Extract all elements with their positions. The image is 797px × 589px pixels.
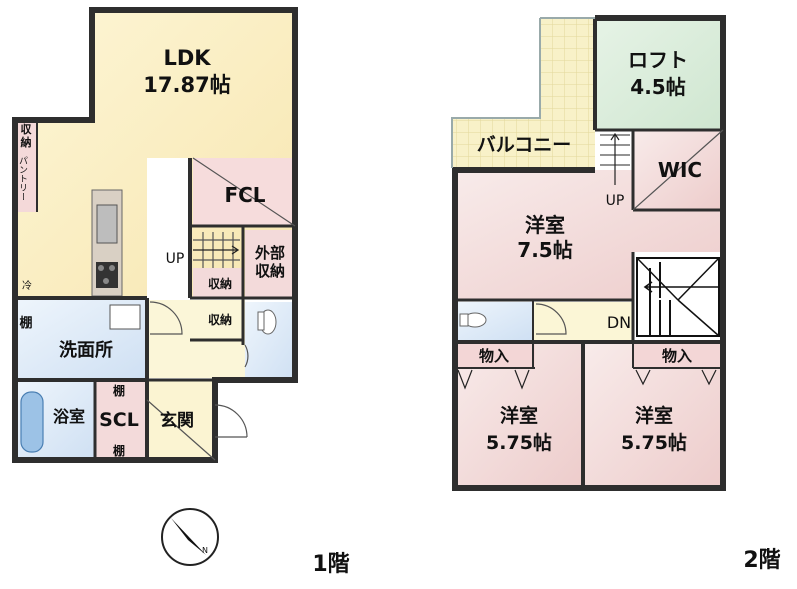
stairs-2-dn-label: DN: [607, 313, 631, 332]
fridge-label: 冷: [22, 279, 32, 292]
washbasin: [109, 304, 141, 330]
fcl-label: FCL: [224, 183, 265, 207]
loft-up-label: UP: [606, 193, 625, 209]
ldk-label: LDK: [163, 46, 211, 70]
outside-storage-label-2: 収納: [255, 262, 285, 280]
ldk-size-label: 17.87帖: [143, 73, 230, 97]
wic-label: WIC: [658, 158, 702, 182]
loft-ladder: [600, 132, 630, 185]
entrance-label: 玄関: [160, 410, 194, 431]
storage-left-label-1: 収: [21, 123, 33, 136]
stairs-1-up-label: UP: [166, 251, 185, 267]
pantry-label: パントリー: [17, 156, 28, 201]
closet-right-label: 物入: [662, 347, 692, 365]
scl-area: [95, 382, 145, 460]
room-right-label: 洋室: [635, 404, 673, 427]
storage-left-area: [15, 120, 37, 152]
kitchen-sink: [96, 204, 118, 244]
stairs-1: [193, 232, 240, 268]
balcony-strip: [452, 118, 595, 168]
compass-n-label: N: [202, 546, 208, 555]
storage-b-label: 収納: [208, 312, 232, 327]
compass-rose: [161, 508, 219, 566]
entrance-area: [147, 380, 215, 460]
shelf-left-label: 棚: [19, 315, 32, 331]
room-main-label: 洋室: [525, 213, 565, 237]
washroom-label: 洗面所: [59, 339, 113, 361]
storage-a-area: [193, 268, 243, 298]
room-left-size-label: 5.75帖: [486, 431, 552, 454]
floor-2-plan: [451, 15, 726, 491]
storage-a-label: 収納: [208, 276, 232, 291]
closet-left-area: [455, 342, 535, 368]
loft-size-label: 4.5帖: [630, 75, 685, 99]
floor-1-plan: [12, 7, 298, 463]
bathtub: [20, 391, 44, 453]
stairs-2: [636, 257, 720, 337]
storage-left-label-2: 納: [21, 135, 32, 149]
shelf-upper-label: 棚: [113, 383, 125, 398]
shelf-lower-label: 棚: [113, 443, 125, 458]
closet-left-label: 物入: [479, 347, 509, 365]
room-left-label: 洋室: [500, 404, 538, 427]
scl-label: SCL: [99, 409, 139, 431]
room-main-size-label: 7.5帖: [517, 238, 572, 262]
outside-storage-label-1: 外部: [254, 244, 285, 262]
outside-storage-area: [245, 230, 295, 298]
pantry-area: [15, 152, 37, 212]
room-right-size-label: 5.75帖: [621, 431, 687, 454]
loft-area: [595, 18, 723, 130]
floor-1-caption: 1階: [312, 552, 349, 577]
closet-right-area: [633, 342, 723, 368]
loft-label: ロフト: [628, 48, 688, 72]
balcony-label: バルコニー: [477, 134, 572, 156]
bath-label: 浴室: [53, 407, 85, 426]
floor-2-caption: 2階: [743, 548, 780, 573]
